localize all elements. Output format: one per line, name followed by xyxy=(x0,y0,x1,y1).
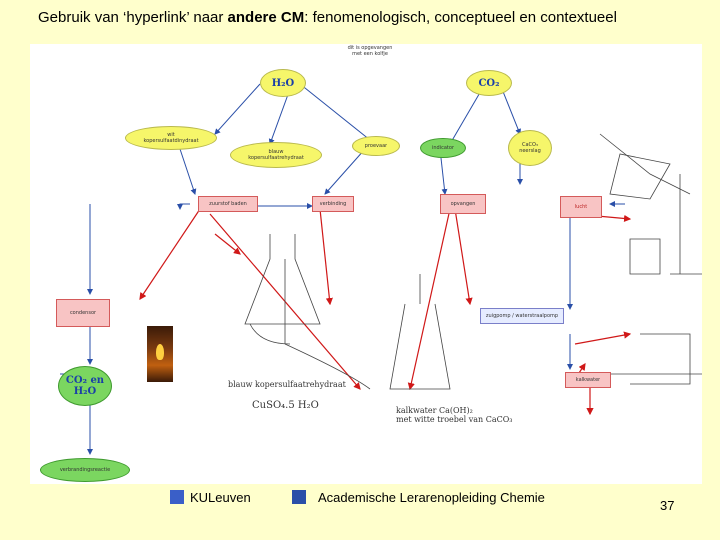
footer-left: KULeuven xyxy=(190,490,251,505)
lucht-box: lucht xyxy=(560,196,602,218)
indicator-node: indicator xyxy=(420,138,466,158)
opvangen-box: opvangen xyxy=(440,194,486,214)
flame-shape xyxy=(156,344,164,360)
condensor-box: condensor xyxy=(56,299,110,327)
blauw-caption: blauw kopersulfaatrehydraat xyxy=(228,380,346,389)
co2-h2o-node: CO₂ en H₂O xyxy=(58,366,112,406)
kuleuven-logo-icon xyxy=(170,490,184,504)
blauw-kopersulfaat-node: blauw kopersulfaatrehydraat xyxy=(230,142,322,168)
alo-logo-icon xyxy=(292,490,306,504)
wit-kopersulfaat-node: wit kopersulfaatdinydraat xyxy=(125,126,217,150)
kalkwater-box: kalkwater xyxy=(565,372,611,388)
co2-node: CO₂ xyxy=(466,70,512,96)
candle-image xyxy=(147,326,173,382)
waterstraalpomp-box: zuigpomp / waterstraalpomp xyxy=(480,308,564,324)
kalkwater-caption: kalkwater Ca(OH)₂ met witte troebel van … xyxy=(396,406,513,424)
page-number: 37 xyxy=(660,498,675,513)
proevaar-node: proevaar xyxy=(352,136,400,156)
formula-caption: CuSO₄.5 H₂O xyxy=(252,400,319,411)
concept-map-arrows xyxy=(60,83,702,455)
caco3-node: CaCO₃ neerslag xyxy=(508,130,552,166)
slide-title: Gebruik van ‘hyperlink’ naar andere CM: … xyxy=(38,9,617,26)
footer-right: Academische Lerarenopleiding Chemie xyxy=(318,490,545,505)
top-note: dit is opgevangen met een kolfje xyxy=(347,45,393,57)
verbinding-box: verbinding xyxy=(312,196,354,212)
concept-map-panel: dit is opgevangen met een kolfje H₂O CO₂… xyxy=(30,44,702,484)
h2o-node: H₂O xyxy=(260,69,306,97)
verbrandingsreactie-node: verbrandingsreactie xyxy=(40,458,130,482)
zuurstof-box: zuurstof baden xyxy=(198,196,258,212)
